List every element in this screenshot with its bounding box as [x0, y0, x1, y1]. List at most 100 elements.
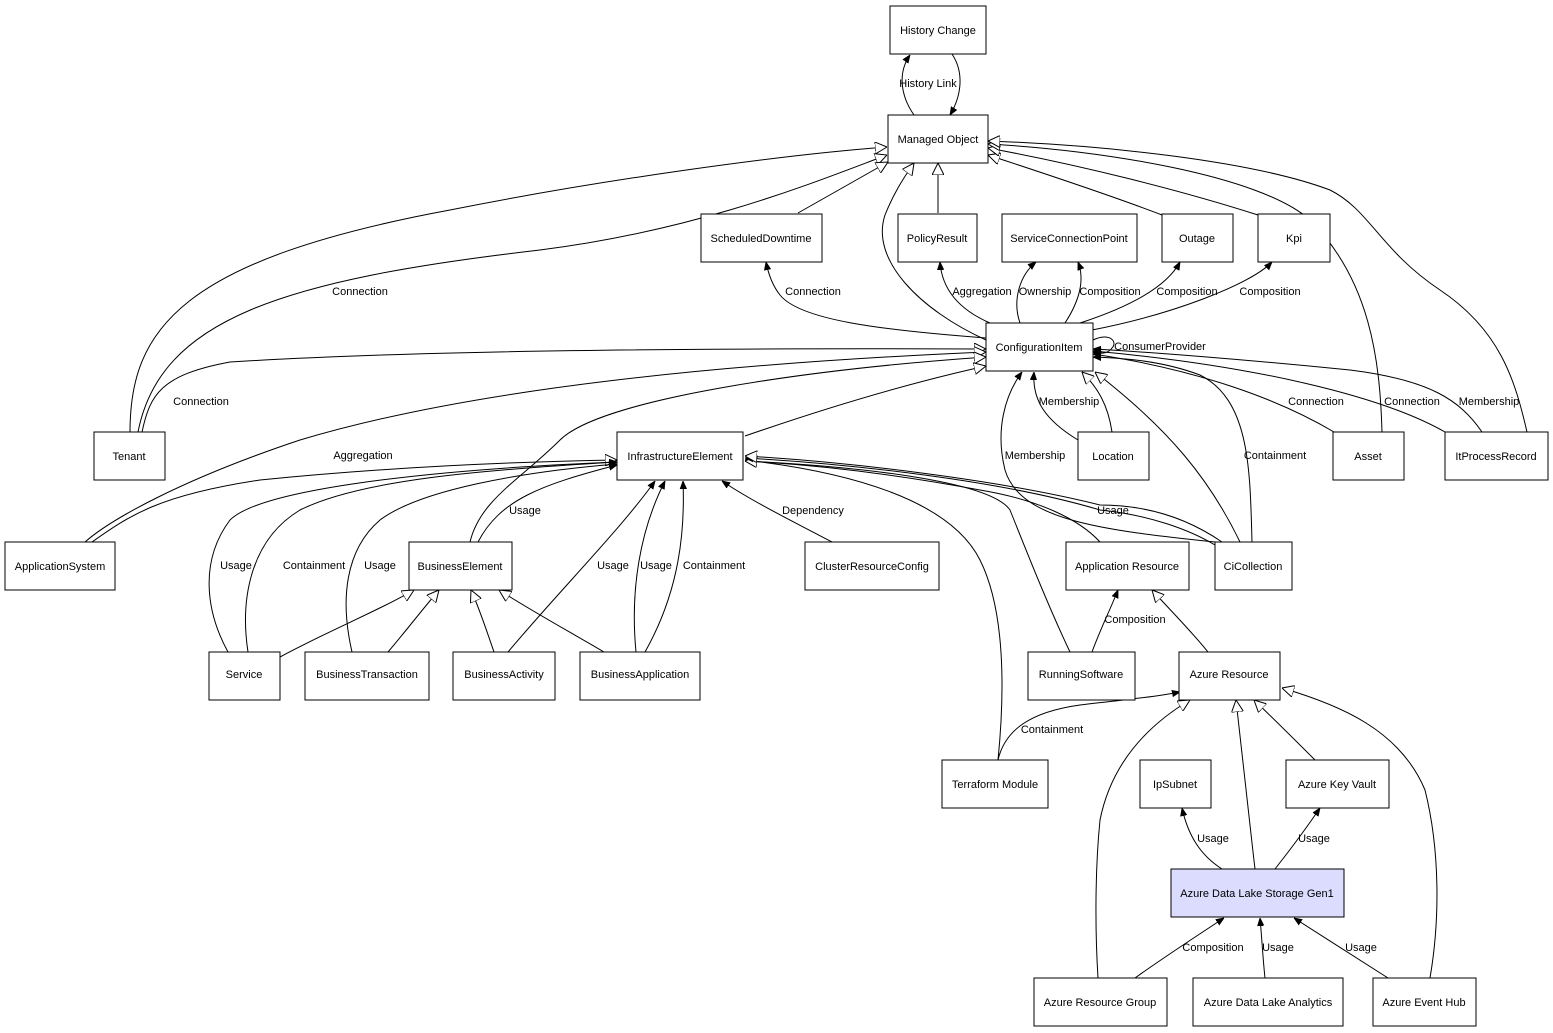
edge-label: ConsumerProvider [1114, 341, 1206, 353]
edge-ba-generalization-be [471, 590, 495, 653]
edge-cicollection-membership-ci [1000, 372, 1216, 543]
node-azure-data-lake-analytics[interactable]: Azure Data Lake Analytics [1192, 977, 1344, 1027]
edge-azr-generalization-ar [1152, 590, 1209, 653]
edge-label: Usage [364, 560, 396, 572]
node-label: RunningSoftware [1039, 669, 1123, 681]
node-ip-subnet[interactable]: IpSubnet [1139, 759, 1212, 809]
edge-ci-composition-scp [1064, 262, 1081, 324]
edge-label: Composition [1104, 614, 1165, 626]
node-label: Tenant [112, 451, 145, 463]
edge-ba-usage-ie [507, 481, 655, 653]
node-terraform-module[interactable]: Terraform Module [941, 759, 1049, 809]
node-application-system[interactable]: ApplicationSystem [4, 541, 116, 591]
node-application-resource[interactable]: Application Resource [1065, 541, 1190, 591]
node-configuration-item[interactable]: ConfigurationItem [985, 322, 1094, 372]
edge-be-generalization-ci [469, 357, 986, 543]
node-azure-resource-group[interactable]: Azure Resource Group [1033, 977, 1168, 1027]
node-label: ItProcessRecord [1455, 451, 1536, 463]
edge-label: History Link [899, 78, 957, 90]
edge-ci-consumer-provider [1093, 336, 1115, 353]
edge-label: Usage [1345, 942, 1377, 954]
edge-label: Composition [1239, 286, 1300, 298]
edge-label: Usage [1298, 833, 1330, 845]
edge-itpr-connection-ci [1093, 351, 1446, 433]
node-business-element[interactable]: BusinessElement [408, 541, 513, 591]
edge-label: Containment [283, 560, 345, 572]
edge-label: Usage [1097, 505, 1129, 517]
node-label: Azure Key Vault [1298, 779, 1376, 791]
node-business-transaction[interactable]: BusinessTransaction [304, 651, 430, 701]
edge-adls-usage-keyvault [1274, 808, 1320, 870]
edge-tenant-generalization-mo [129, 147, 887, 433]
edge-label: Membership [1039, 396, 1100, 408]
node-label: Outage [1179, 233, 1215, 245]
edge-label: Composition [1156, 286, 1217, 298]
edge-label: Membership [1459, 396, 1520, 408]
node-scheduled-downtime[interactable]: ScheduledDowntime [700, 213, 823, 263]
node-ci-collection[interactable]: CiCollection [1214, 541, 1293, 591]
edge-itpr-membership-ci [1093, 349, 1483, 433]
node-azure-event-hub[interactable]: Azure Event Hub [1372, 977, 1477, 1027]
node-label: CiCollection [1224, 561, 1283, 573]
node-label: IpSubnet [1153, 779, 1197, 791]
edge-cicollection-generalization-ie [745, 456, 1223, 543]
node-label: Terraform Module [952, 779, 1038, 791]
node-infrastructure-element[interactable]: InfrastructureElement [616, 431, 744, 481]
node-it-process-record[interactable]: ItProcessRecord [1444, 431, 1549, 481]
edge-service-usage-ie [208, 462, 617, 653]
edge-outage-generalization-mo [988, 155, 1163, 216]
node-azure-resource[interactable]: Azure Resource [1178, 651, 1281, 701]
edge-label: Connection [1384, 396, 1440, 408]
edge-label: Composition [1079, 286, 1140, 298]
edge-location-membership-ci [1034, 372, 1079, 441]
node-label: ApplicationSystem [15, 561, 106, 573]
edge-bt-usage-ie [345, 464, 617, 653]
node-azure-data-lake-storage-gen1[interactable]: Azure Data Lake Storage Gen1 [1170, 868, 1345, 918]
node-managed-object[interactable]: Managed Object [887, 114, 989, 164]
edge-kpi-generalization-mo [988, 148, 1259, 216]
node-azure-key-vault[interactable]: Azure Key Vault [1285, 759, 1390, 809]
node-policy-result[interactable]: PolicyResult [897, 213, 978, 263]
node-label: BusinessApplication [591, 669, 689, 681]
node-label: InfrastructureElement [627, 451, 732, 463]
edge-eh-usage-adls [1294, 918, 1389, 979]
edge-location-generalization-ci [1082, 372, 1113, 433]
edge-service-containment-ie [245, 462, 617, 653]
node-cluster-resource-config[interactable]: ClusterResourceConfig [804, 541, 940, 591]
edge-label: Usage [1197, 833, 1229, 845]
edge-kv-generalization-azr [1254, 700, 1316, 761]
edge-cicollection-generalization-ci [1095, 372, 1241, 543]
node-running-software[interactable]: RunningSoftware [1027, 651, 1136, 701]
node-history-change[interactable]: History Change [889, 5, 987, 55]
edge-label: Usage [1262, 942, 1294, 954]
edge-label: Usage [220, 560, 252, 572]
node-tenant[interactable]: Tenant [93, 431, 166, 481]
edge-label: Connection [173, 396, 229, 408]
node-outage[interactable]: Outage [1161, 213, 1234, 263]
node-location[interactable]: Location [1077, 431, 1150, 481]
node-service-connection-point[interactable]: ServiceConnectionPoint [1001, 213, 1138, 263]
node-asset[interactable]: Asset [1332, 431, 1405, 481]
edge-asset-connection-ci [1093, 354, 1335, 433]
edge-label: Usage [640, 560, 672, 572]
edge-bapp-usage-ie [633, 481, 665, 653]
edge-history-link-up [901, 55, 915, 116]
edge-ci-composition-outage [1079, 262, 1180, 324]
node-label: Azure Data Lake Storage Gen1 [1180, 888, 1333, 900]
node-label: Managed Object [898, 134, 979, 146]
edge-appsys-generalization-ie [91, 460, 617, 543]
node-business-activity[interactable]: BusinessActivity [452, 651, 556, 701]
node-label: Asset [1354, 451, 1382, 463]
edge-adls-usage-ipsubnet [1182, 808, 1223, 870]
edge-rs-composition-ar [1091, 590, 1119, 653]
node-service[interactable]: Service [208, 651, 281, 701]
edge-adla-usage-adls [1260, 918, 1266, 979]
edge-appsys-aggregation-ci [84, 352, 986, 543]
edge-be-usage-ie [477, 465, 617, 543]
edge-tm-generalization-ie [745, 460, 1003, 761]
node-label: Azure Data Lake Analytics [1204, 997, 1333, 1009]
node-business-application[interactable]: BusinessApplication [579, 651, 701, 701]
edge-bapp-containment-ie [644, 481, 683, 653]
node-kpi[interactable]: Kpi [1257, 213, 1331, 263]
edge-eh-generalization-azr [1282, 688, 1438, 979]
